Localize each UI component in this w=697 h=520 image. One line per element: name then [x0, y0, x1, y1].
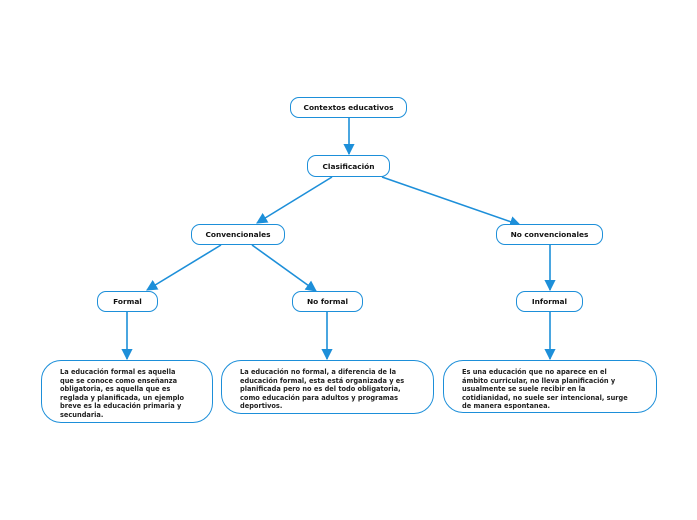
edge-convencionales-no-formal: [251, 244, 317, 292]
description-informal[interactable]: Es una educación que no aparece en el ám…: [443, 360, 657, 413]
node-no-formal[interactable]: No formal: [292, 291, 363, 312]
node-informal[interactable]: Informal: [516, 291, 583, 312]
node-contextos-educativos[interactable]: Contextos educativos: [290, 97, 407, 118]
node-no-convencionales[interactable]: No convencionales: [496, 224, 603, 245]
edge-clasificacion-no-convencionales: [381, 176, 522, 227]
edge-clasificacion-convencionales: [256, 176, 333, 224]
node-formal[interactable]: Formal: [97, 291, 158, 312]
node-clasificacion[interactable]: Clasificación: [307, 155, 390, 177]
node-convencionales[interactable]: Convencionales: [191, 224, 285, 245]
description-no-formal[interactable]: La educación no formal, a diferencia de …: [221, 360, 434, 414]
description-formal[interactable]: La educación formal es aquella que se co…: [41, 360, 213, 423]
edge-convencionales-formal: [146, 244, 222, 291]
